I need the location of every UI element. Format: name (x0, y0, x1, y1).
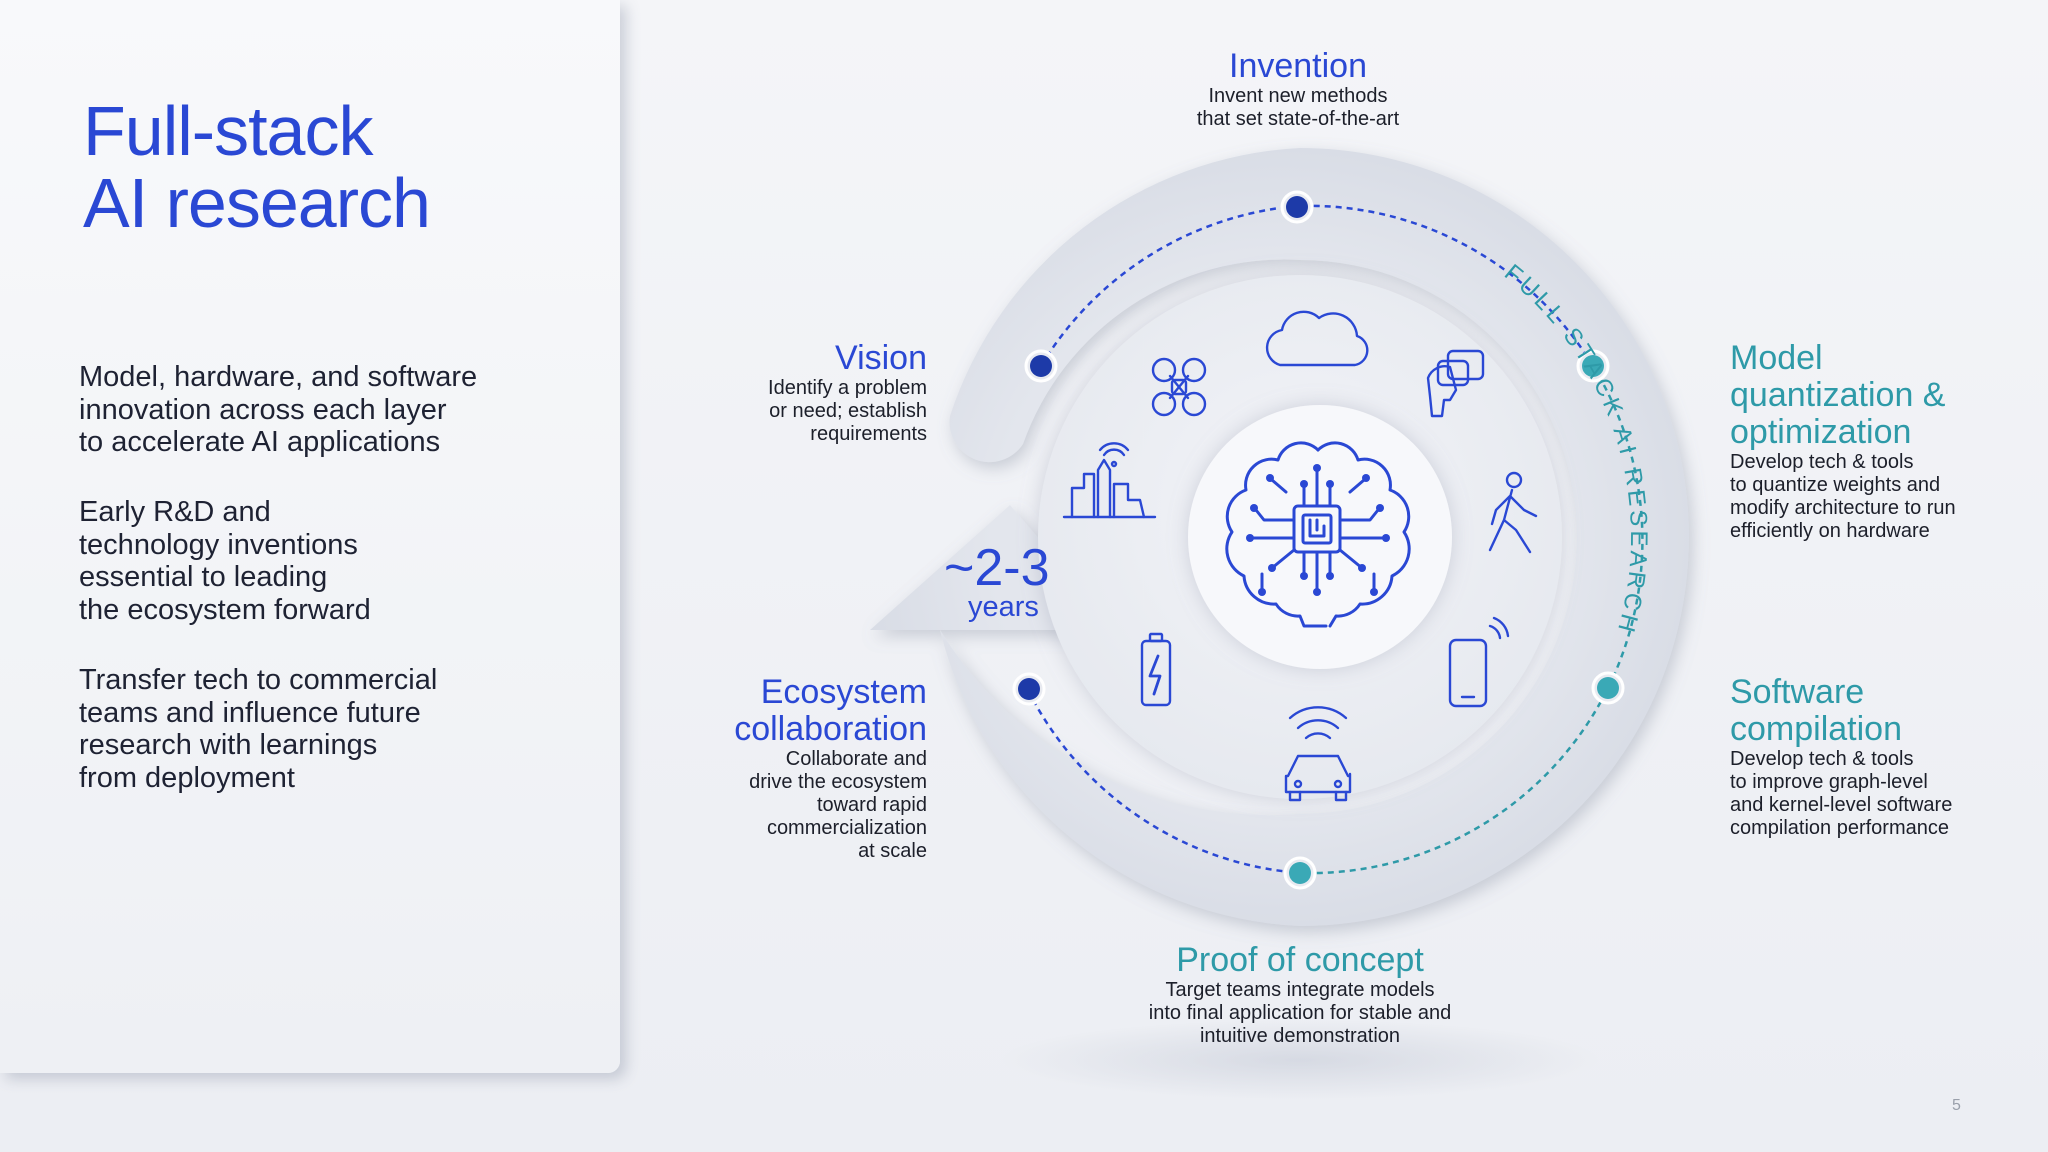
ecosystem-title-2: collaboration (734, 710, 927, 748)
vision-desc: Identify a problem or need; establish re… (768, 377, 927, 445)
cycle-unit: years (968, 591, 1039, 623)
node-software-compilation (1591, 671, 1625, 705)
floor-shadow (1000, 1020, 1600, 1100)
paragraph-2: Early R&D and technology inventions esse… (79, 496, 371, 626)
label-invention: Invention Invent new methods that set st… (1138, 48, 1458, 131)
dashed-path-teal (1299, 365, 1644, 875)
brain-chip-icon (1225, 441, 1411, 628)
chat-icon (1426, 349, 1485, 418)
label-model-quantization: Model quantization & optimization Develo… (1730, 340, 2030, 543)
label-vision: Vision Identify a problem or need; estab… (700, 340, 927, 446)
quantization-title-3: optimization (1730, 413, 1912, 451)
label-ecosystem: Ecosystem collaboration Collaborate and … (660, 674, 927, 863)
drone-icon (1151, 357, 1207, 417)
left-panel: Full-stack AI research Model, hardware, … (0, 0, 620, 1073)
battery-icon (1140, 632, 1172, 707)
page-number: 5 (1952, 1097, 1961, 1114)
vision-title: Vision (835, 339, 927, 377)
node-vision (1024, 349, 1058, 383)
ecosystem-desc: Collaborate and drive the ecosystem towa… (749, 748, 927, 862)
quantization-title-2: quantization & (1730, 376, 1946, 414)
proof-title: Proof of concept (1176, 941, 1424, 979)
paragraph-3: Transfer tech to commercial teams and in… (79, 664, 438, 794)
ecosystem-title-1: Ecosystem (760, 673, 927, 711)
cycle-value: ~2-3 (944, 539, 1050, 597)
car-icon (1284, 706, 1352, 802)
node-ecosystem (1012, 672, 1046, 706)
city-icon (1062, 442, 1157, 519)
title-line-2: AI research (83, 164, 431, 242)
node-model-quantization (1576, 349, 1610, 383)
label-proof-of-concept: Proof of concept Target teams integrate … (1100, 942, 1500, 1048)
brain-chip-dots (1246, 464, 1390, 596)
cycle-ring (870, 148, 1689, 926)
node-proof-of-concept (1283, 856, 1317, 890)
compilation-desc: Develop tech & tools to improve graph-le… (1730, 748, 1953, 839)
quantization-desc: Develop tech & tools to quantize weights… (1730, 451, 1956, 542)
invention-desc: Invent new methods that set state-of-the… (1196, 85, 1400, 130)
paragraph-1: Model, hardware, and software innovation… (79, 361, 478, 458)
proof-desc: Target teams integrate models into final… (1148, 979, 1452, 1047)
page-title: Full-stack AI research (83, 92, 431, 242)
walking-person-icon (1488, 471, 1538, 554)
node-invention (1280, 190, 1314, 224)
title-line-1: Full-stack (83, 92, 373, 170)
quantization-title-1: Model (1730, 339, 1823, 377)
invention-title: Invention (1229, 47, 1367, 85)
dashed-path-blue-lower (1026, 689, 1301, 875)
compilation-title-1: Software (1730, 673, 1865, 711)
label-software-compilation: Software compilation Develop tech & tool… (1730, 674, 2030, 840)
smartphone-icon (1448, 616, 1510, 708)
compilation-title-2: compilation (1730, 710, 1902, 748)
cloud-icon (1265, 310, 1369, 367)
